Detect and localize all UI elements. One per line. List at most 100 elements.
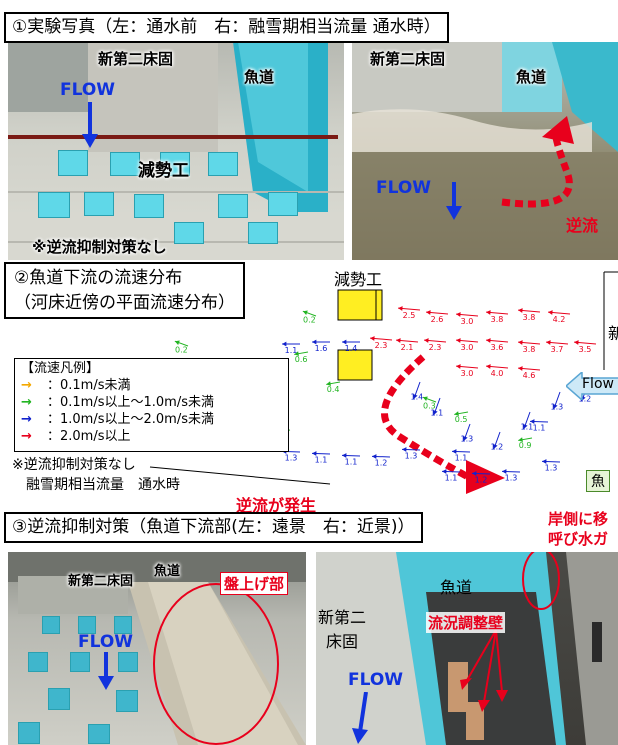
svg-text:4.2: 4.2 xyxy=(553,315,566,324)
label-new-weir: 新第二床固 xyxy=(98,50,174,68)
velocity-vector-blue: 1.2 xyxy=(491,431,504,451)
velocity-vector-red: 2.5 xyxy=(398,306,421,320)
label-fishway: 魚道 xyxy=(440,578,473,597)
legend-text: ：0.1m/s以上～1.0m/s未満 xyxy=(47,394,214,410)
velocity-vector-blue: 1.1 xyxy=(451,449,471,463)
svg-text:1.1: 1.1 xyxy=(285,346,298,355)
label-new-weir-2: 床固 xyxy=(326,632,359,651)
velocity-diagram: 2.5 2.6 3.0 3.8 3.8 4.2 2.3 2.1 2.3 3.0 3.6 3.8 3.7 3… xyxy=(0,262,618,516)
svg-text:0.2: 0.2 xyxy=(175,346,188,355)
velocity-vector-red: 2.6 xyxy=(426,310,449,324)
flow-arrow-icon xyxy=(446,182,462,220)
svg-text:2.1: 2.1 xyxy=(401,343,414,352)
legend-row: → ：1.0m/s以上～2.0m/s未満 xyxy=(21,412,282,429)
energy-block xyxy=(114,616,132,634)
section2-title-line1: ②魚道下流の流速分布 xyxy=(14,268,183,288)
energy-block xyxy=(84,192,114,216)
svg-text:2.5: 2.5 xyxy=(403,311,416,320)
svg-text:3.7: 3.7 xyxy=(551,345,564,354)
svg-text:1.1: 1.1 xyxy=(533,424,546,433)
label-new-weir: 新第二床固 xyxy=(370,50,446,68)
energy-block xyxy=(160,152,190,176)
svg-text:3.0: 3.0 xyxy=(461,317,474,326)
velocity-vector-red: 3.6 xyxy=(486,338,509,352)
svg-text:2.3: 2.3 xyxy=(375,341,388,350)
svg-text:3.8: 3.8 xyxy=(523,345,536,354)
svg-text:4.6: 4.6 xyxy=(523,371,536,380)
velocity-vector-red: 3.5 xyxy=(574,340,597,354)
energy-block xyxy=(42,616,60,634)
energy-block xyxy=(174,222,204,244)
svg-text:1.3: 1.3 xyxy=(461,434,474,443)
svg-text:1.1: 1.1 xyxy=(445,474,458,483)
svg-text:1.1: 1.1 xyxy=(431,408,444,417)
velocity-vector-blue: 1.2 xyxy=(371,454,391,468)
energy-block xyxy=(116,690,138,712)
velocity-vector-green: 0.5 xyxy=(454,411,469,424)
diagram-new-partial: 新 xyxy=(608,324,618,343)
diagram-dissipator-label: 減勢工 xyxy=(334,270,383,289)
velocity-vector-blue: 1.4 xyxy=(411,381,423,401)
velocity-vector-red: 4.6 xyxy=(518,366,541,380)
svg-text:1.1: 1.1 xyxy=(455,454,468,463)
svg-text:0.9: 0.9 xyxy=(519,441,532,450)
velocity-vector-red: 3.8 xyxy=(518,308,541,322)
svg-text:3.6: 3.6 xyxy=(491,343,504,352)
velocity-vector-blue: 1.1 xyxy=(529,419,549,433)
svg-text:1.3: 1.3 xyxy=(545,464,558,473)
svg-text:0.4: 0.4 xyxy=(327,385,340,394)
velocity-vector-blue: 1.1 xyxy=(521,411,533,431)
svg-text:0.6: 0.6 xyxy=(295,355,308,364)
velocity-vector-green: 0.2 xyxy=(174,340,189,355)
velocity-vector-blue: 1.4 xyxy=(342,339,360,353)
photo-during-flow-drawing xyxy=(352,42,618,260)
svg-text:1.3: 1.3 xyxy=(505,474,518,483)
energy-block xyxy=(218,194,248,218)
flow-arrow-icon xyxy=(352,692,368,744)
legend-text: ：2.0m/s以上 xyxy=(47,428,131,444)
velocity-vector-blue: 1.1 xyxy=(311,451,331,465)
velocity-vector-red: 3.8 xyxy=(486,310,509,324)
velocity-vector-blue: 1.3 xyxy=(501,469,521,483)
label-adjust-wall: 流況調整壁 xyxy=(426,612,506,633)
flow-block-arrow-icon xyxy=(566,372,618,400)
fishway-partial-label: 魚 xyxy=(586,470,610,492)
svg-text:1.2: 1.2 xyxy=(491,442,504,451)
svg-text:0.5: 0.5 xyxy=(455,415,468,424)
velocity-legend: 【流速凡例】 →：0.1m/s未満 →：0.1m/s以上～1.0m/s未満 →：… xyxy=(14,358,289,452)
energy-block xyxy=(18,722,40,744)
shore-callout-line2: 呼び水ガ xyxy=(548,528,609,549)
legend-row: →：0.1m/s未満 xyxy=(21,378,282,395)
energy-block xyxy=(58,150,88,176)
svg-text:0.2: 0.2 xyxy=(303,316,316,325)
energy-block xyxy=(48,688,70,710)
highlight-ellipse xyxy=(522,552,560,610)
svg-text:1.2: 1.2 xyxy=(475,476,488,485)
svg-text:1.1: 1.1 xyxy=(345,458,358,467)
legend-arrow: → xyxy=(21,428,32,444)
velocity-vector-red: 3.0 xyxy=(456,312,479,326)
svg-text:4.0: 4.0 xyxy=(491,369,504,378)
svg-text:0.3: 0.3 xyxy=(423,402,436,411)
velocity-vector-green: 0.9 xyxy=(518,437,533,450)
legend-text: ：1.0m/s以上～2.0m/s未満 xyxy=(47,411,214,427)
velocity-vector-blue: 1.1 xyxy=(441,469,461,483)
legend-arrow: → xyxy=(21,411,32,427)
label-fishway: 魚道 xyxy=(516,68,547,86)
section3-title: ③逆流抑制対策（魚道下流部(左：遠景 右：近景)） xyxy=(4,512,423,543)
flow-label: Flow xyxy=(582,376,614,392)
legend-arrow: → xyxy=(21,377,32,393)
flow-arrow-icon xyxy=(98,652,114,690)
label-fishway: 魚道 xyxy=(244,68,275,86)
label-backflow: 逆流 xyxy=(566,216,599,235)
svg-text:3.0: 3.0 xyxy=(461,369,474,378)
section1-title: ①実験写真（左：通水前 右：融雪期相当流量 通水時） xyxy=(4,12,449,43)
velocity-vector-red: 4.2 xyxy=(548,310,571,324)
energy-block xyxy=(118,652,138,672)
label-fishway: 魚道 xyxy=(154,564,181,579)
svg-text:1.3: 1.3 xyxy=(405,452,418,461)
svg-text:2.3: 2.3 xyxy=(429,343,442,352)
svg-text:3.8: 3.8 xyxy=(523,313,536,322)
legend-row: →：0.1m/s以上～1.0m/s未満 xyxy=(21,395,282,412)
energy-block xyxy=(70,652,90,672)
